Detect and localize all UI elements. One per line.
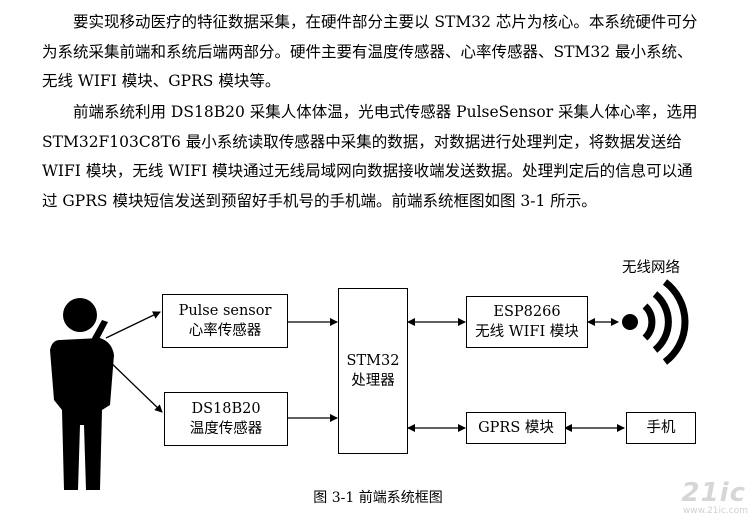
paragraph-frontend: 前端系统利用 DS18B20 采集人体体温，光电式传感器 PulseSensor… (42, 103, 698, 210)
figure-caption: 图 3-1 前端系统框图 (313, 490, 443, 506)
pulse-sensor-title: Pulse sensor (178, 303, 272, 319)
wireless-network-label: 无线网络 (622, 260, 680, 276)
pulse-sensor-box: Pulse sensor 心率传感器 (162, 294, 288, 348)
phone-box: 手机 (626, 412, 696, 444)
esp8266-subtitle: 无线 WIFI 模块 (475, 324, 579, 340)
watermark-logo: 21ic (681, 478, 746, 508)
wireless-icon (622, 279, 689, 365)
stm32-subtitle: 处理器 (351, 373, 395, 389)
ds18b20-box: DS18B20 温度传感器 (164, 392, 288, 446)
watermark-url: www.21ic.com (682, 506, 748, 516)
block-diagram: 无线网络 Pulse sensor 心率传感器 DS18B20 温度传感器 ST… (0, 250, 756, 526)
gprs-box: GPRS 模块 (466, 412, 566, 444)
diagram-lines (50, 279, 689, 490)
person-icon (50, 298, 114, 490)
ds18b20-subtitle: 温度传感器 (189, 421, 263, 437)
esp8266-title: ESP8266 (493, 304, 561, 320)
arrow-person-pulse (105, 311, 161, 339)
pulse-sensor-subtitle: 心率传感器 (188, 323, 262, 339)
paragraph-intro: 要实现移动医疗的特征数据采集，在硬件部分主要以 STM32 芯片为核心。本系统硬… (42, 13, 698, 90)
esp8266-box: ESP8266 无线 WIFI 模块 (466, 296, 588, 348)
stm32-title: STM32 (346, 353, 400, 369)
stm32-box: STM32 处理器 (338, 288, 408, 454)
gprs-label: GPRS 模块 (478, 420, 554, 436)
arrow-person-ds (105, 357, 163, 413)
phone-label: 手机 (646, 420, 676, 436)
ds18b20-title: DS18B20 (191, 401, 261, 417)
